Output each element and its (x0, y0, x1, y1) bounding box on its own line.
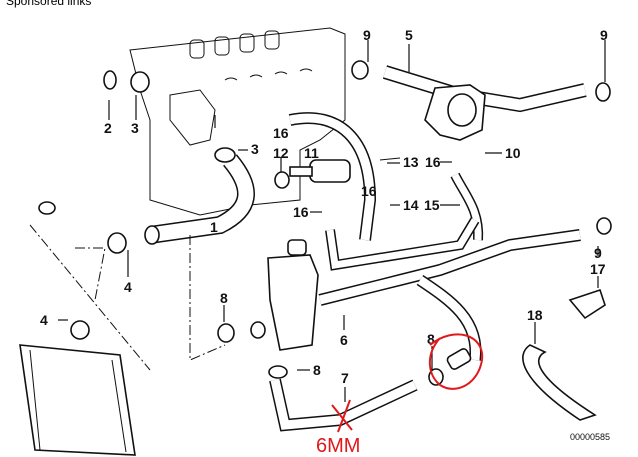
engine-block (129, 27, 346, 216)
nipple-fitting (446, 348, 472, 370)
clamp-3 (130, 71, 150, 93)
label-part-8b: 8 (313, 362, 321, 378)
label-part-9c: 9 (594, 245, 602, 261)
part-labels: 1 2 3 3 4 4 5 6 7 8 8 8 9 9 9 10 11 12 1… (40, 27, 608, 386)
strap-18 (522, 344, 597, 421)
clamp-3b (214, 147, 236, 163)
label-part-4b: 4 (40, 312, 48, 328)
hose-5 (382, 65, 587, 113)
red-circle (428, 333, 484, 390)
hose-1 (144, 154, 255, 245)
label-part-6: 6 (340, 332, 348, 348)
clamp-9c (596, 217, 612, 235)
clamp-9b (595, 82, 611, 102)
hose-2 (38, 70, 117, 217)
label-part-5: 5 (405, 27, 413, 43)
label-part-8a: 8 (220, 290, 228, 306)
clamp-8c (268, 365, 288, 379)
label-part-16a: 16 (273, 125, 289, 141)
throttle-body (424, 84, 486, 141)
label-part-16d: 16 (293, 204, 309, 220)
diagram-code: 00000585 (570, 432, 610, 442)
valve-11 (274, 157, 401, 189)
label-part-7: 7 (341, 370, 349, 386)
label-part-1: 1 (210, 219, 218, 235)
label-part-13: 13 (403, 154, 419, 170)
label-part-2: 2 (104, 120, 112, 136)
label-part-17: 17 (590, 261, 606, 277)
label-part-3a: 3 (131, 120, 139, 136)
clamp-8a (217, 323, 235, 343)
red-6mm-text: 6MM (316, 435, 360, 457)
label-part-12: 12 (273, 145, 289, 161)
expansion-tank (267, 239, 319, 351)
label-part-15: 15 (424, 197, 440, 213)
label-part-4a: 4 (124, 279, 132, 295)
leader-lines (58, 40, 606, 402)
hose-6 (318, 217, 581, 361)
clamp-4 (107, 232, 127, 254)
label-part-18: 18 (527, 307, 543, 323)
label-part-3b: 3 (251, 141, 259, 157)
red-x-mark (331, 399, 353, 433)
label-part-8c: 8 (427, 331, 435, 347)
red-annotation: 6MM (316, 333, 484, 457)
connection-lines (29, 224, 226, 371)
label-part-10: 10 (505, 145, 521, 161)
label-part-16b: 16 (425, 154, 441, 170)
clip-17 (568, 288, 606, 320)
sponsored-links-text[interactable]: Sponsored links (6, 0, 92, 8)
label-part-11: 11 (304, 145, 319, 161)
label-part-9b: 9 (600, 27, 608, 43)
hose-7 (269, 378, 418, 432)
clamp-4b (70, 320, 90, 340)
label-part-9a: 9 (363, 27, 371, 43)
label-part-14: 14 (403, 197, 419, 213)
radiator (19, 344, 136, 456)
hose-stub (250, 321, 266, 339)
label-part-16c: 16 (361, 183, 377, 199)
clamp-9a (351, 60, 369, 80)
